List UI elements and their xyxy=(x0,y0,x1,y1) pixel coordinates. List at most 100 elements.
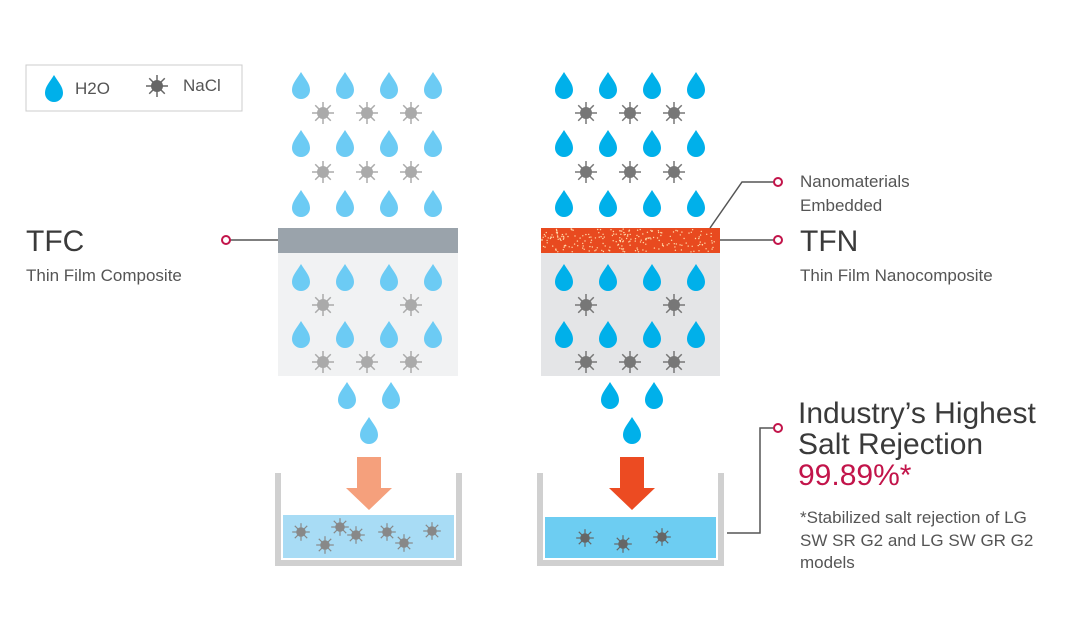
salt-particle-icon xyxy=(400,161,422,183)
footnote-line2: SW SR G2 and LG SW GR G2 xyxy=(800,531,1033,550)
tfc-title: TFC xyxy=(26,225,84,258)
callout-dot-icon xyxy=(221,235,231,245)
water-drop-icon xyxy=(623,417,641,444)
tfc-membrane xyxy=(278,228,458,253)
salt-particle-icon xyxy=(423,522,441,540)
salt-rejection-value: 99.89%* xyxy=(798,459,912,492)
salt-particle-icon xyxy=(400,351,422,373)
salt-particle-icon xyxy=(400,294,422,316)
tfn-subtitle: Thin Film Nanocomposite xyxy=(800,266,993,285)
legend-nacl-label: NaCl xyxy=(183,76,221,95)
salt-particle-icon xyxy=(575,102,597,124)
water-drop-icon xyxy=(380,72,398,99)
water-drop-icon xyxy=(687,264,705,291)
salt-particle-icon xyxy=(575,161,597,183)
water-drop-icon xyxy=(360,417,378,444)
legend: H2O NaCl xyxy=(25,64,243,112)
water-drop-icon xyxy=(687,321,705,348)
water-drop-icon xyxy=(380,190,398,217)
salt-particle-icon xyxy=(312,294,334,316)
water-drop-icon xyxy=(643,72,661,99)
tfn-title: TFN xyxy=(800,225,858,258)
tfc-down-arrow-icon xyxy=(346,457,392,510)
water-drop-icon xyxy=(424,264,442,291)
water-drop-icon xyxy=(555,72,573,99)
water-drop-icon xyxy=(424,321,442,348)
water-drop-icon xyxy=(643,264,661,291)
water-drop-icon xyxy=(643,321,661,348)
tfn-callout xyxy=(720,235,783,245)
salt-particle-icon xyxy=(378,523,396,541)
water-drop-icon xyxy=(380,264,398,291)
tfn-beaker xyxy=(537,473,724,566)
tfc-callout xyxy=(221,235,278,245)
water-drop-icon xyxy=(687,190,705,217)
water-drop-icon xyxy=(292,190,310,217)
water-drop-icon xyxy=(292,321,310,348)
water-drop-icon xyxy=(599,190,617,217)
water-drop-icon xyxy=(599,321,617,348)
salt-particle-icon xyxy=(576,529,594,547)
tfc-output-water xyxy=(283,515,454,558)
salt-particle-icon xyxy=(575,294,597,316)
water-drop-icon xyxy=(292,72,310,99)
tfn-output-water xyxy=(545,517,716,558)
callout-dot-icon xyxy=(773,177,783,187)
water-drop-icon xyxy=(599,72,617,99)
water-drop-icon xyxy=(601,382,619,409)
salt-particle-icon xyxy=(614,535,632,553)
water-drop-icon xyxy=(382,382,400,409)
water-drop-icon xyxy=(424,130,442,157)
water-drop-icon xyxy=(338,382,356,409)
salt-particle-icon xyxy=(292,523,310,541)
salt-particle-icon xyxy=(619,351,641,373)
salt-particle-icon xyxy=(312,102,334,124)
salt-particle-icon xyxy=(316,536,334,554)
salt-particle-icon xyxy=(575,351,597,373)
nanomaterials-label-line1: Nanomaterials xyxy=(800,172,910,191)
tfc-beaker xyxy=(275,473,462,566)
water-drop-icon xyxy=(336,321,354,348)
water-drop-icon xyxy=(599,130,617,157)
salt-particle-icon xyxy=(619,161,641,183)
salt-particle-icon xyxy=(663,102,685,124)
salt-particle-icon xyxy=(663,161,685,183)
water-drop-icon xyxy=(336,190,354,217)
salt-particle-icon xyxy=(653,528,671,546)
salt-particle-icon xyxy=(356,102,378,124)
legend-h2o-label: H2O xyxy=(75,79,110,98)
water-drop-icon xyxy=(336,72,354,99)
salt-particle-icon xyxy=(395,534,413,552)
salt-particle-icon xyxy=(619,102,641,124)
nanomaterials-label-line2: Embedded xyxy=(800,196,882,215)
footnote-line3: models xyxy=(800,553,855,572)
water-drop-icon xyxy=(555,190,573,217)
water-drop-icon xyxy=(292,130,310,157)
water-drop-icon xyxy=(380,321,398,348)
salt-particle-icon xyxy=(312,351,334,373)
water-drop-icon xyxy=(643,190,661,217)
salt-particle-icon xyxy=(146,75,168,97)
nanomaterial-dots xyxy=(541,228,715,253)
water-drop-icon xyxy=(292,264,310,291)
salt-particle-icon xyxy=(663,351,685,373)
salt-particle-icon xyxy=(400,102,422,124)
water-drop-icon xyxy=(645,382,663,409)
salt-particle-icon xyxy=(356,351,378,373)
nanomaterials-callout xyxy=(709,177,783,229)
water-drop-icon xyxy=(555,130,573,157)
water-drop-icon xyxy=(643,130,661,157)
water-drop-icon xyxy=(45,75,63,102)
highlight-line2: Salt Rejection xyxy=(798,428,983,461)
water-drop-icon xyxy=(555,321,573,348)
water-drop-icon xyxy=(687,130,705,157)
water-drop-icon xyxy=(336,264,354,291)
callout-dot-icon xyxy=(773,423,783,433)
water-drop-icon xyxy=(687,72,705,99)
tfn-membrane xyxy=(541,228,720,253)
water-drop-icon xyxy=(599,264,617,291)
water-drop-icon xyxy=(336,130,354,157)
water-drop-icon xyxy=(555,264,573,291)
salt-particle-icon xyxy=(312,161,334,183)
